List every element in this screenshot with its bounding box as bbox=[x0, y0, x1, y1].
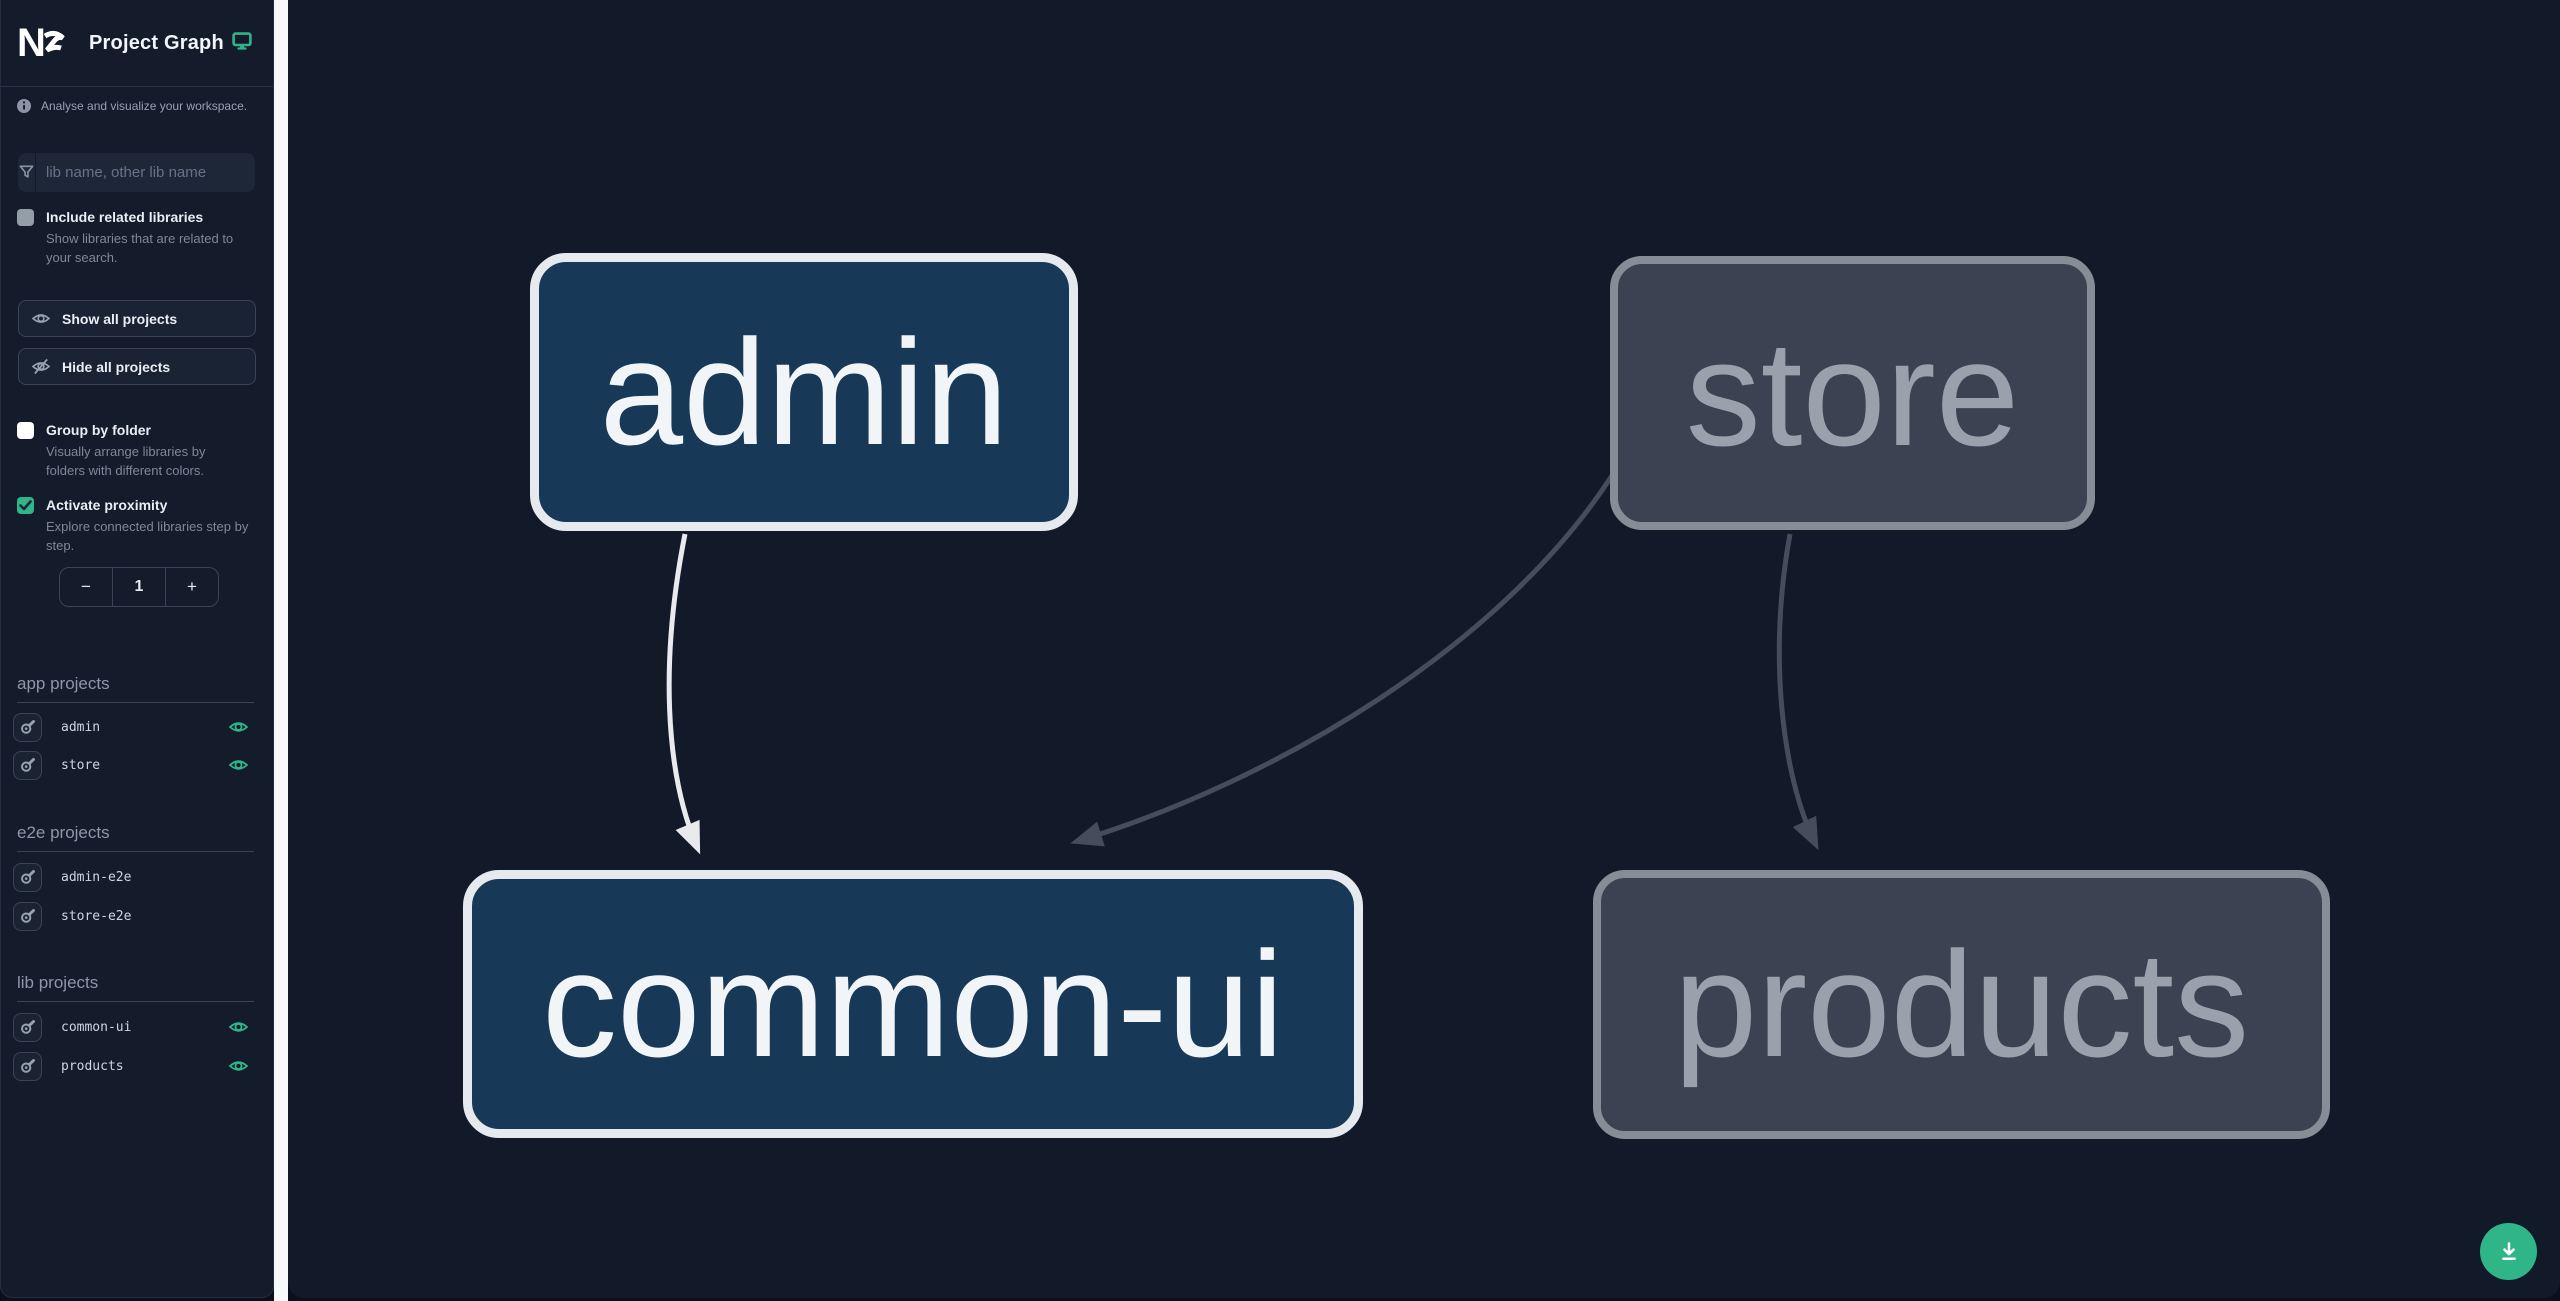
magnifier-icon bbox=[21, 719, 35, 734]
panel-divider[interactable] bbox=[274, 0, 288, 1301]
toggle-visibility-eye-icon[interactable] bbox=[228, 1019, 249, 1035]
node-label: store bbox=[1685, 308, 2020, 477]
group-by-folder-group: Group by folder Visually arrange librari… bbox=[17, 422, 252, 480]
include-related-label: Include related libraries bbox=[46, 209, 204, 225]
filter-funnel-icon bbox=[18, 153, 36, 192]
focus-project-button[interactable] bbox=[13, 1012, 42, 1042]
search-box bbox=[18, 153, 255, 192]
graph-node-store[interactable]: store bbox=[1610, 256, 2095, 530]
graph-node-admin[interactable]: admin bbox=[530, 253, 1078, 531]
search-input[interactable] bbox=[36, 153, 255, 192]
header-divider bbox=[1, 86, 275, 87]
node-label: products bbox=[1673, 920, 2250, 1088]
download-icon bbox=[2501, 1241, 2516, 1260]
project-name: products bbox=[61, 1058, 124, 1074]
include-related-checkbox[interactable] bbox=[17, 209, 34, 226]
section-title-e2e-projects: e2e projects bbox=[17, 823, 254, 852]
group-by-folder-label: Group by folder bbox=[46, 422, 151, 438]
check-icon bbox=[19, 500, 32, 511]
stepper-value: 1 bbox=[112, 568, 166, 606]
info-icon bbox=[17, 99, 31, 113]
activate-proximity-group: Activate proximity Explore connected lib… bbox=[17, 497, 252, 555]
group-by-folder-description: Visually arrange libraries by folders wi… bbox=[46, 444, 206, 479]
focus-project-button[interactable] bbox=[13, 901, 42, 931]
stepper-increment-button[interactable]: + bbox=[187, 577, 197, 596]
edge-admin-to-common-ui[interactable] bbox=[666, 533, 701, 855]
include-related-group: Include related libraries Show libraries… bbox=[17, 209, 252, 267]
toggle-visibility-eye-icon[interactable] bbox=[228, 757, 249, 773]
graph-edges bbox=[666, 472, 1819, 855]
tagline-row: Analyse and visualize your workspace. bbox=[17, 99, 247, 113]
activate-proximity-label: Activate proximity bbox=[46, 497, 168, 513]
proximity-depth-stepper: − 1 + bbox=[59, 567, 219, 607]
eye-icon bbox=[31, 314, 51, 323]
group-by-folder-checkbox[interactable] bbox=[17, 422, 34, 439]
section-title-app-projects: app projects bbox=[17, 674, 254, 703]
focus-project-button[interactable] bbox=[13, 750, 42, 780]
focus-project-button[interactable] bbox=[13, 1051, 42, 1081]
sidebar: N Project Graph Analyse and visualize yo… bbox=[0, 0, 275, 1298]
project-row-products: products bbox=[13, 1051, 263, 1081]
section-title-lib-projects: lib projects bbox=[17, 973, 254, 1002]
focus-project-button[interactable] bbox=[13, 712, 42, 742]
project-row-admin: admin bbox=[13, 712, 263, 742]
toggle-visibility-eye-icon[interactable] bbox=[228, 1058, 249, 1074]
tagline-text: Analyse and visualize your workspace. bbox=[41, 99, 248, 113]
monitor-icon[interactable] bbox=[232, 31, 252, 51]
edge-store-to-products[interactable] bbox=[1776, 533, 1819, 851]
show-all-projects-button[interactable]: Show all projects bbox=[18, 300, 256, 337]
edge-store-to-common-ui[interactable] bbox=[1070, 472, 1616, 847]
svg-text:N: N bbox=[17, 21, 44, 65]
hide-all-projects-button[interactable]: Hide all projects bbox=[18, 348, 256, 385]
project-row-admin-e2e: admin-e2e bbox=[13, 862, 263, 892]
graph-canvas[interactable]: admin store common-ui products bbox=[288, 0, 2560, 1298]
activate-proximity-checkbox[interactable] bbox=[17, 497, 34, 514]
project-row-store: store bbox=[13, 750, 263, 780]
project-name: admin-e2e bbox=[61, 869, 132, 885]
project-row-store-e2e: store-e2e bbox=[13, 901, 263, 931]
project-name: admin bbox=[61, 719, 101, 735]
eye-off-icon bbox=[31, 358, 51, 375]
stepper-decrement-button[interactable]: − bbox=[81, 577, 91, 596]
app-title: Project Graph bbox=[89, 32, 224, 54]
include-related-description: Show libraries that are related to your … bbox=[46, 231, 234, 266]
focus-project-button[interactable] bbox=[13, 862, 42, 892]
graph-node-common-ui[interactable]: common-ui bbox=[463, 870, 1363, 1138]
node-label: common-ui bbox=[542, 919, 1284, 1088]
show-all-projects-label: Show all projects bbox=[62, 310, 178, 327]
hide-all-projects-label: Hide all projects bbox=[62, 358, 171, 375]
graph-node-products[interactable]: products bbox=[1593, 870, 2330, 1139]
project-name: store bbox=[61, 757, 101, 773]
project-name: store-e2e bbox=[61, 908, 132, 924]
download-graph-button[interactable] bbox=[2480, 1223, 2537, 1280]
project-row-common-ui: common-ui bbox=[13, 1012, 263, 1042]
toggle-visibility-eye-icon[interactable] bbox=[228, 719, 249, 735]
node-label: admin bbox=[599, 307, 1009, 476]
project-name: common-ui bbox=[61, 1019, 132, 1035]
nx-logo-icon: N bbox=[17, 21, 65, 65]
activate-proximity-description: Explore connected libraries step by step… bbox=[46, 519, 249, 554]
